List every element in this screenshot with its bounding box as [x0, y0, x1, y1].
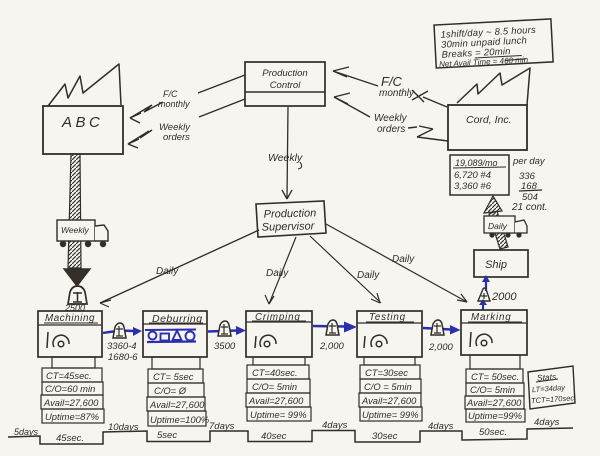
- svg-text:2,000: 2,000: [319, 341, 344, 352]
- svg-text:F/C: F/C: [381, 74, 403, 89]
- svg-text:30sec: 30sec: [372, 431, 398, 442]
- svg-text:CT= 50sec.: CT= 50sec.: [471, 371, 519, 382]
- svg-text:Daily: Daily: [357, 270, 380, 281]
- svg-text:1shift/day ~ 8.5 hours: 1shift/day ~ 8.5 hours: [440, 25, 536, 41]
- svg-text:Machining: Machining: [45, 313, 95, 324]
- svg-text:F/C: F/C: [163, 89, 178, 99]
- svg-text:C/O= 5min: C/O= 5min: [470, 384, 515, 395]
- svg-text:Stats: Stats: [537, 372, 558, 383]
- svg-text:C/O= 5min: C/O= 5min: [252, 381, 297, 392]
- svg-text:Weekly: Weekly: [61, 225, 89, 235]
- svg-text:C/O= Ø: C/O= Ø: [154, 385, 187, 396]
- svg-text:Supervisor: Supervisor: [262, 220, 316, 233]
- svg-text:Marking: Marking: [471, 312, 511, 323]
- svg-text:Testing: Testing: [369, 312, 406, 323]
- svg-text:Uptime=100%: Uptime=100%: [150, 414, 209, 425]
- svg-text:2000: 2000: [491, 291, 517, 303]
- svg-text:Daily: Daily: [392, 254, 415, 265]
- svg-text:orders: orders: [163, 132, 190, 143]
- svg-text:4days: 4days: [428, 421, 454, 432]
- svg-text:4days: 4days: [534, 417, 560, 428]
- svg-text:Daily: Daily: [266, 268, 289, 279]
- svg-text:5days: 5days: [14, 427, 39, 437]
- svg-text:Crimping: Crimping: [255, 312, 301, 323]
- svg-text:50sec.: 50sec.: [479, 427, 507, 438]
- svg-text:C/O=60 min: C/O=60 min: [45, 383, 95, 394]
- svg-text:19,089/mo: 19,089/mo: [455, 158, 498, 168]
- svg-text:Production: Production: [262, 68, 307, 79]
- svg-text:Avail=27,600: Avail=27,600: [466, 397, 522, 408]
- svg-text:ABC: ABC: [61, 114, 103, 131]
- svg-text:Uptime= 99%: Uptime= 99%: [362, 409, 419, 420]
- svg-text:CT=40sec.: CT=40sec.: [252, 367, 298, 378]
- svg-text:504: 504: [522, 192, 538, 203]
- svg-text:Avail=27,600: Avail=27,600: [149, 399, 205, 410]
- svg-text:TCT=170sec: TCT=170sec: [531, 393, 575, 405]
- svg-text:4days: 4days: [322, 420, 348, 431]
- svg-text:C/O = 5min: C/O = 5min: [364, 381, 412, 392]
- svg-text:Daily: Daily: [156, 266, 179, 277]
- svg-text:45sec.: 45sec.: [56, 433, 84, 444]
- svg-text:Weekly: Weekly: [268, 152, 303, 164]
- svg-text:Control: Control: [270, 80, 302, 91]
- svg-text:2500: 2500: [64, 303, 85, 313]
- svg-text:monthly: monthly: [379, 88, 415, 99]
- svg-text:1680-6: 1680-6: [108, 352, 138, 363]
- svg-text:7days: 7days: [209, 421, 235, 432]
- svg-text:3,360 #6: 3,360 #6: [454, 181, 492, 192]
- svg-text:Ship: Ship: [485, 259, 507, 271]
- svg-text:CT=45sec.: CT=45sec.: [46, 370, 92, 381]
- svg-text:Weekly: Weekly: [159, 122, 191, 133]
- svg-text:Uptime= 99%: Uptime= 99%: [250, 409, 307, 420]
- svg-text:5sec: 5sec: [157, 430, 177, 441]
- svg-text:Weekly: Weekly: [374, 113, 408, 124]
- svg-text:Uptime=99%: Uptime=99%: [468, 410, 522, 421]
- svg-text:per day: per day: [512, 156, 546, 167]
- svg-text:21 cont.: 21 cont.: [511, 202, 548, 213]
- svg-text:Avail=27,600: Avail=27,600: [361, 395, 417, 406]
- svg-text:336: 336: [519, 171, 536, 182]
- svg-text:3500: 3500: [214, 341, 236, 352]
- svg-text:Avail=27,600: Avail=27,600: [248, 395, 304, 406]
- svg-text:40sec: 40sec: [261, 431, 287, 442]
- svg-text:Production: Production: [264, 207, 317, 220]
- svg-text:3360-4: 3360-4: [107, 341, 137, 352]
- svg-text:10days: 10days: [108, 422, 139, 433]
- svg-text:CT=30sec: CT=30sec: [365, 367, 408, 378]
- svg-text:Cord, Inc.: Cord, Inc.: [466, 114, 512, 126]
- svg-text:30min unpaid lunch: 30min unpaid lunch: [441, 35, 527, 50]
- svg-text:orders: orders: [377, 124, 405, 135]
- svg-text:2,000: 2,000: [428, 342, 453, 353]
- svg-text:Deburring: Deburring: [152, 313, 203, 325]
- svg-text:LT=34day: LT=34day: [532, 383, 567, 394]
- svg-text:Daily: Daily: [488, 221, 508, 231]
- svg-text:6,720 #4: 6,720 #4: [454, 170, 491, 181]
- svg-text:CT= 5sec: CT= 5sec: [153, 371, 194, 382]
- svg-text:Avail=27,600: Avail=27,600: [43, 397, 99, 408]
- svg-text:monthly: monthly: [158, 99, 190, 109]
- svg-text:168: 168: [521, 181, 538, 192]
- svg-text:Uptime=87%: Uptime=87%: [45, 411, 99, 422]
